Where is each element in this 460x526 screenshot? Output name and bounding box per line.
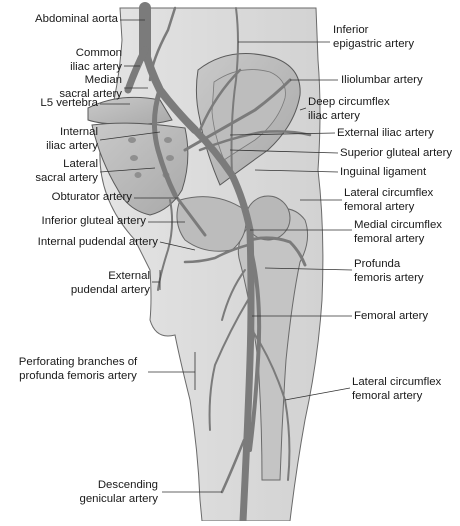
- label-abdominal-aorta: Abdominal aorta: [35, 13, 118, 25]
- label-iliolumbar-artery: Iliolumbar artery: [341, 74, 423, 86]
- arterial-tree: [124, 2, 312, 525]
- label-internal-pudendal-artery: Internal pudendal artery: [37, 236, 158, 248]
- label-obturator-artery: Obturator artery: [51, 191, 132, 203]
- label-femoral-artery: Femoral artery: [354, 310, 429, 322]
- leader-lines: [99, 19, 353, 493]
- label-external-iliac-artery: External iliac artery: [337, 127, 434, 139]
- label-superior-gluteal-artery: Superior gluteal artery: [340, 147, 453, 159]
- label-inguinal-ligament: Inguinal ligament: [340, 166, 427, 178]
- label-inferior-gluteal-artery: Inferior gluteal artery: [41, 215, 146, 227]
- label-l5-vertebra: L5 vertebra: [40, 97, 98, 109]
